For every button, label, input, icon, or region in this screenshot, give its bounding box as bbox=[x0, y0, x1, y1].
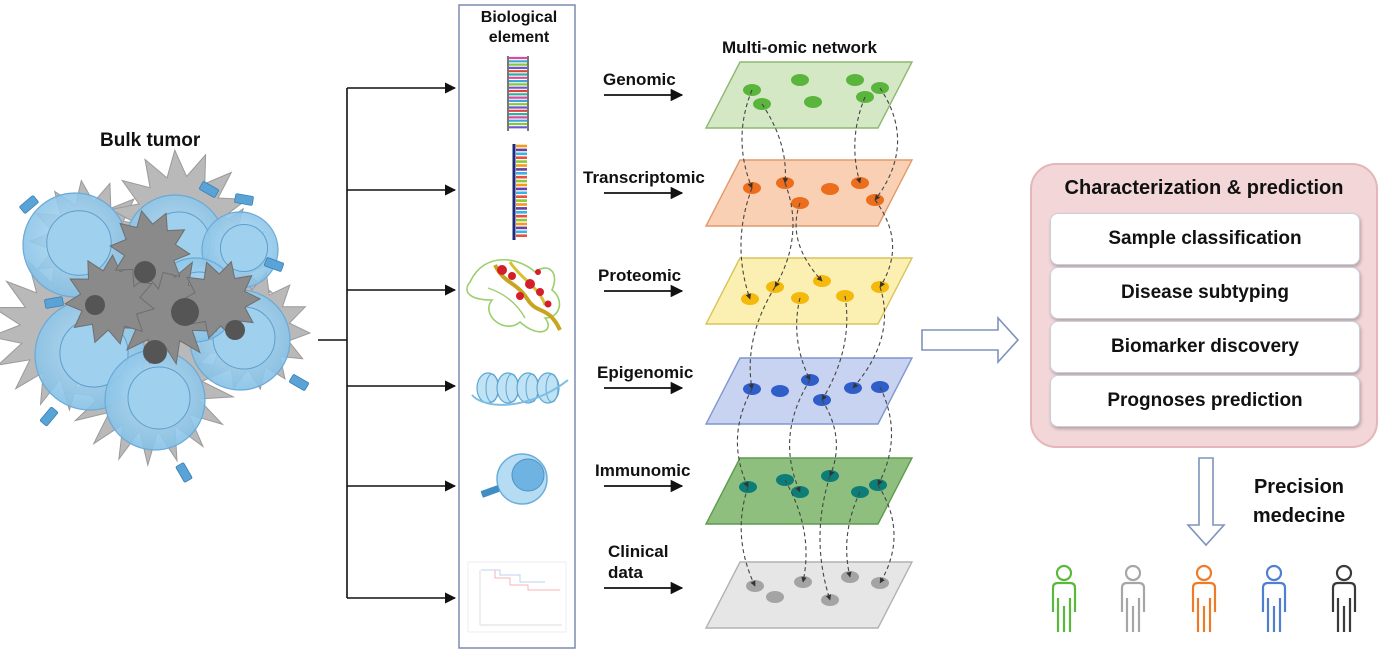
network-node bbox=[821, 183, 839, 195]
network-layer bbox=[704, 457, 914, 525]
network-link bbox=[821, 399, 837, 477]
network-layer bbox=[704, 357, 914, 425]
tumor-cell bbox=[178, 260, 262, 340]
network-link bbox=[854, 96, 866, 184]
tumor-nucleus bbox=[171, 298, 199, 326]
network-node bbox=[791, 486, 809, 498]
network-link bbox=[736, 388, 753, 488]
bulk-tumor-label: Bulk tumor bbox=[100, 130, 201, 151]
network-link bbox=[741, 89, 753, 189]
immune-cell-icon bbox=[480, 453, 548, 505]
rna-icon bbox=[512, 144, 527, 240]
biological-element-title: Biological element bbox=[480, 9, 558, 46]
nucleosome-icon bbox=[471, 372, 569, 406]
network-link bbox=[874, 87, 899, 201]
tumor-nucleus bbox=[85, 295, 105, 315]
network-link bbox=[740, 187, 753, 300]
task-disease-subtyping: Disease subtyping bbox=[1050, 267, 1360, 319]
layer-label-transcriptomic: Transcriptomic bbox=[583, 168, 705, 187]
precision-medicine-label: Precision medecine bbox=[1252, 476, 1346, 527]
network-node bbox=[846, 74, 864, 86]
tumor-nucleus bbox=[225, 320, 245, 340]
layer-label-immunomic: Immunomic bbox=[595, 461, 691, 480]
network-layer bbox=[704, 257, 914, 325]
network-link bbox=[789, 379, 811, 493]
cell-receptor bbox=[175, 462, 193, 483]
network-link bbox=[740, 486, 756, 587]
hollow-down-arrow bbox=[1186, 457, 1226, 547]
network-link bbox=[877, 386, 893, 486]
inter-layer-links bbox=[736, 87, 899, 601]
bulk-tumor-illustration bbox=[0, 148, 312, 483]
network-link bbox=[846, 491, 861, 578]
dna-icon bbox=[507, 56, 529, 131]
cell-nucleus bbox=[46, 210, 112, 276]
network-layer bbox=[704, 561, 914, 629]
multi-omic-planes bbox=[704, 61, 914, 629]
cell-receptor bbox=[19, 195, 39, 214]
cell-receptor bbox=[39, 406, 59, 427]
characterization-title: Characterization & prediction bbox=[1064, 177, 1344, 199]
person-icon bbox=[1331, 564, 1357, 632]
cell-receptor bbox=[199, 181, 219, 198]
cell-nucleus bbox=[127, 366, 191, 430]
tree-connector bbox=[318, 82, 457, 604]
patient-icons bbox=[1051, 564, 1357, 632]
tumor-cell bbox=[109, 209, 191, 291]
person-icon bbox=[1051, 564, 1077, 632]
cell-receptor bbox=[44, 296, 64, 309]
person-icon bbox=[1120, 564, 1146, 632]
characterization-panel: Characterization & prediction Sample cla… bbox=[1030, 163, 1378, 448]
cell-receptor bbox=[264, 257, 284, 272]
tumor-nucleus bbox=[143, 340, 167, 364]
network-link bbox=[874, 199, 894, 288]
hollow-right-arrow bbox=[921, 315, 1020, 365]
layer-label-proteomic: Proteomic bbox=[598, 266, 682, 285]
network-node bbox=[844, 382, 862, 394]
tumor-nucleus bbox=[134, 261, 156, 283]
network-node bbox=[771, 385, 789, 397]
network-node bbox=[871, 577, 889, 589]
network-link bbox=[877, 484, 895, 584]
network-link bbox=[796, 297, 811, 381]
multi-omic-network-title: Multi-omic network bbox=[722, 38, 877, 57]
network-link bbox=[852, 286, 886, 389]
layer-label-genomic: Genomic bbox=[603, 70, 676, 89]
network-layer bbox=[704, 61, 914, 129]
network-link bbox=[821, 295, 848, 401]
network-layer bbox=[704, 159, 914, 227]
clinical-chart-icon bbox=[467, 561, 567, 633]
network-link bbox=[761, 103, 789, 184]
network-link bbox=[795, 202, 823, 282]
task-sample-classification: Sample classification bbox=[1050, 213, 1360, 265]
biological-element-box bbox=[458, 4, 576, 649]
protein-icon bbox=[466, 258, 562, 333]
network-node bbox=[766, 591, 784, 603]
layer-arrows bbox=[604, 88, 684, 595]
cell-receptor bbox=[234, 193, 254, 206]
cell-receptor bbox=[289, 374, 309, 391]
layer-label-epigenomic: Epigenomic bbox=[597, 363, 694, 382]
task-biomarker-discovery: Biomarker discovery bbox=[1050, 321, 1360, 373]
layer-label-clinical: Clinical data bbox=[608, 542, 669, 582]
task-prognoses-prediction: Prognoses prediction bbox=[1050, 375, 1360, 427]
network-node bbox=[804, 96, 822, 108]
cell-nucleus bbox=[219, 223, 269, 273]
person-icon bbox=[1261, 564, 1287, 632]
person-icon bbox=[1191, 564, 1217, 632]
network-link bbox=[819, 475, 832, 601]
network-node bbox=[791, 74, 809, 86]
